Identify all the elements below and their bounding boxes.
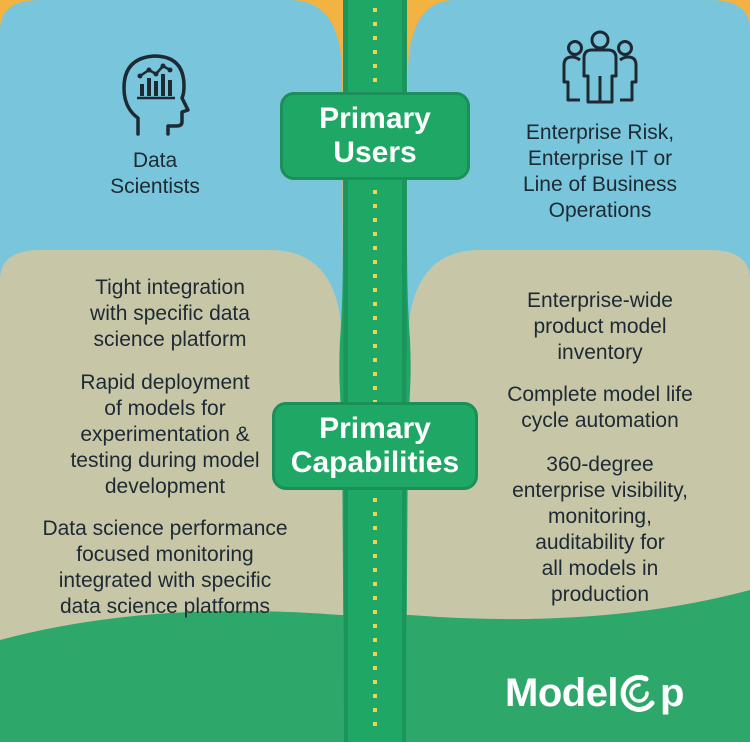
- text-line: Data science performance: [42, 517, 288, 540]
- text-line: development: [104, 475, 226, 498]
- primary-users-badge: Primary Users: [280, 92, 470, 180]
- text-line: Operations: [548, 199, 652, 222]
- capability-right-2: Complete model life cycle automation: [470, 382, 730, 434]
- text-line: of models for: [104, 397, 226, 420]
- text-line: Rapid deployment: [80, 371, 250, 394]
- capability-left-2: Rapid deployment of models for experimen…: [20, 370, 310, 500]
- users-right-text: Enterprise Risk, Enterprise IT or Line o…: [480, 120, 720, 224]
- logo-ring-icon: [620, 674, 655, 712]
- capability-right-1: Enterprise-wide product model inventory: [470, 288, 730, 366]
- logo-text: Model: [505, 670, 619, 715]
- text-line: with specific data: [90, 302, 250, 325]
- users-left-text: Data Scientists: [60, 148, 250, 200]
- logo-text-end: p: [660, 670, 684, 715]
- primary-capabilities-badge: Primary Capabilities: [272, 402, 478, 490]
- text-line: science platform: [93, 328, 247, 351]
- text-line: production: [550, 583, 650, 606]
- text-line: inventory: [557, 341, 643, 364]
- capability-left-3: Data science performance focused monitor…: [6, 516, 324, 620]
- text-line: cycle automation: [521, 409, 679, 432]
- text-line: enterprise visibility,: [512, 479, 688, 502]
- badge-title: Primary: [319, 412, 431, 445]
- text-line: auditability for: [535, 531, 665, 554]
- text-line: Complete model life: [507, 383, 693, 406]
- text-line: testing during model: [70, 449, 260, 472]
- badge-title: Primary: [319, 102, 431, 135]
- modelop-logo: Model p: [505, 668, 684, 718]
- text-line: Tight integration: [95, 276, 245, 299]
- text-line: product model: [533, 315, 667, 338]
- text-line: experimentation &: [80, 423, 250, 446]
- text-line: Scientists: [110, 175, 200, 198]
- group-of-people-icon: [562, 30, 638, 104]
- text-line: monitoring,: [548, 505, 652, 528]
- text-line: integrated with specific: [58, 569, 272, 592]
- text-line: all models in: [541, 557, 659, 580]
- text-line: focused monitoring: [76, 543, 254, 566]
- capability-right-3: 360-degree enterprise visibility, monito…: [470, 452, 730, 608]
- text-line: data science platforms: [59, 595, 271, 618]
- text-line: Enterprise IT or: [527, 147, 673, 170]
- head-with-chart-icon: [122, 54, 190, 136]
- text-line: Enterprise Risk,: [525, 121, 675, 144]
- badge-subtitle: Capabilities: [290, 446, 460, 479]
- capability-left-1: Tight integration with specific data sci…: [30, 275, 310, 353]
- text-line: Enterprise-wide: [527, 289, 673, 312]
- text-line: Line of Business: [522, 173, 678, 196]
- text-line: 360-degree: [546, 453, 654, 476]
- text-line: Data: [132, 149, 178, 172]
- badge-subtitle: Users: [333, 136, 417, 169]
